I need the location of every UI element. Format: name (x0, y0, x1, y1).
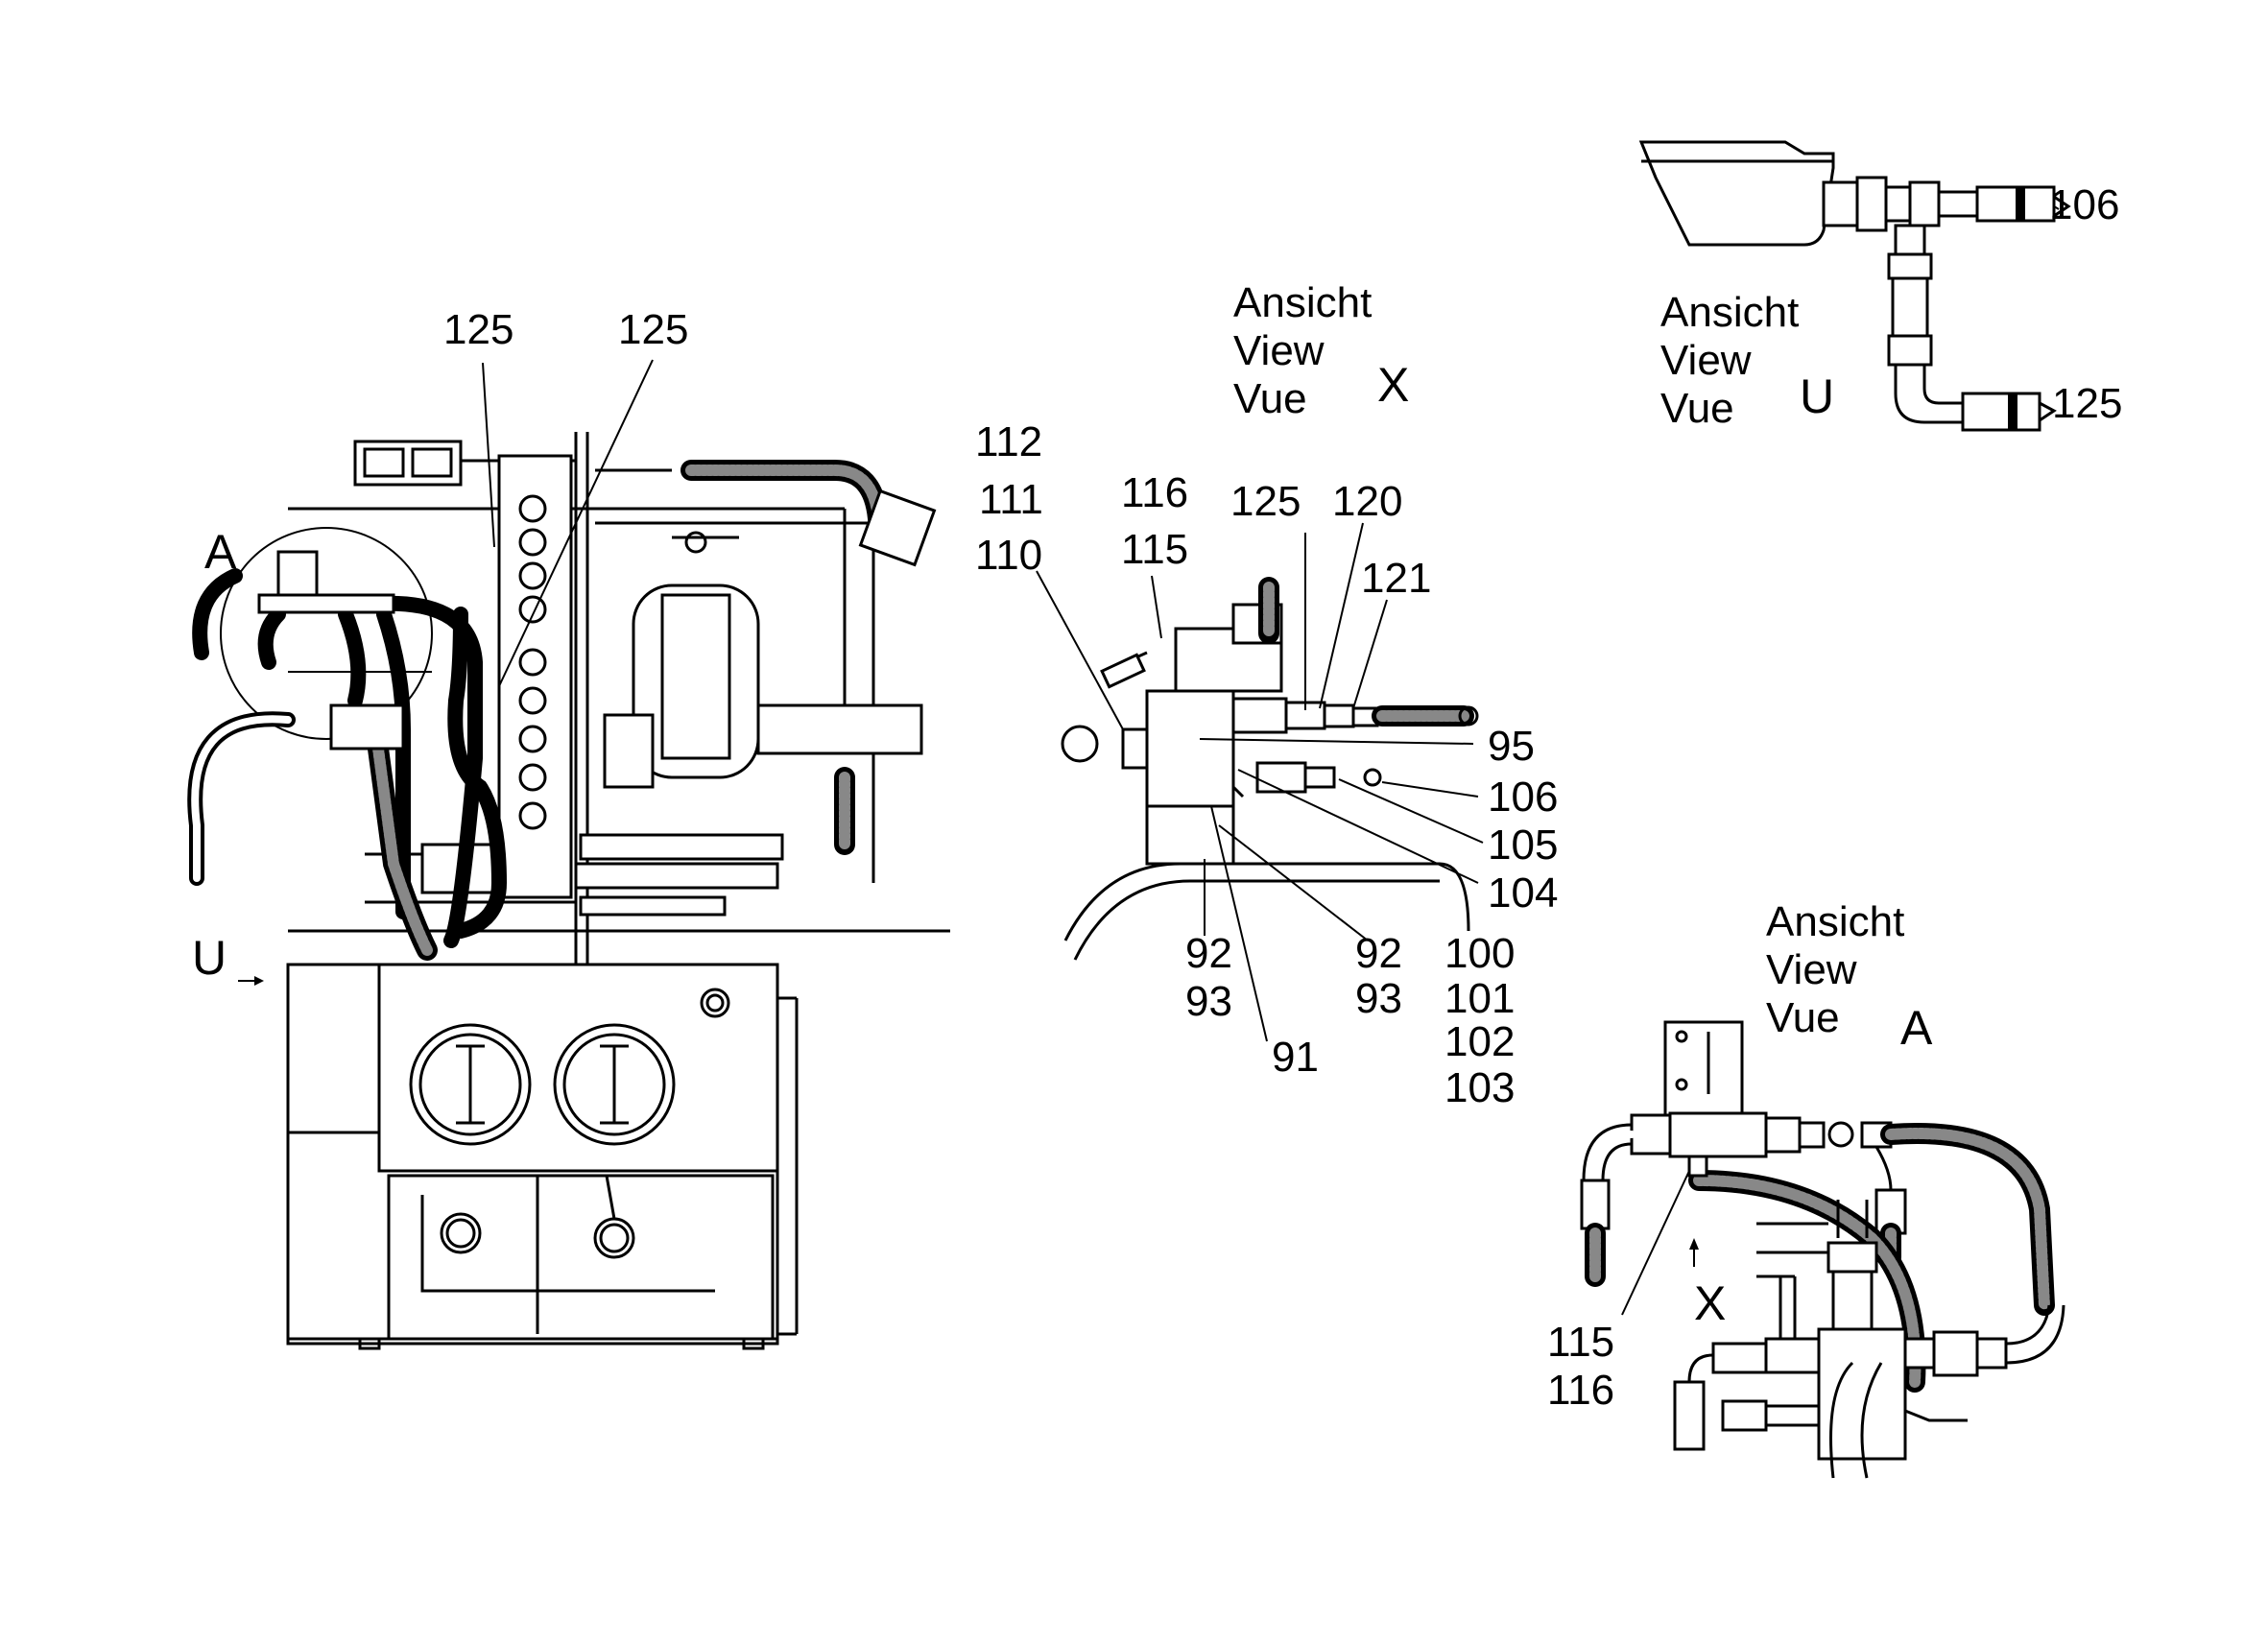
view-x-callout-103: 103 (1444, 1064, 1515, 1111)
view-x-letter: X (1377, 358, 1409, 412)
view-x-callout-125: 125 (1230, 478, 1301, 525)
view-x-callout-101: 101 (1444, 975, 1515, 1022)
inspection-cover-right (553, 1023, 676, 1146)
view-u-drawing (1638, 140, 2071, 432)
view-a-drawing (1580, 1020, 2065, 1479)
view-x-callout-100: 100 (1444, 930, 1515, 977)
view-x-callout-110: 110 (975, 532, 1042, 579)
view-a-letter: A (1900, 1001, 1933, 1055)
view-x-callout-104: 104 (1488, 870, 1558, 917)
main-arrow-label-u: U (192, 931, 227, 985)
view-x-callout-105: 105 (1488, 822, 1558, 869)
view-x-callout-112: 112 (975, 418, 1042, 465)
main-callout-125-right: 125 (618, 306, 688, 353)
valve-stack (518, 494, 547, 830)
view-u-callout-106: 106 (2049, 181, 2119, 228)
view-u-letter: U (1800, 369, 1834, 423)
view-a-callout-116: 116 (1547, 1367, 1614, 1414)
view-x-callout-121: 121 (1361, 555, 1431, 602)
view-x-callout-111: 111 (979, 476, 1043, 523)
view-x-callout-92-left: 92 (1185, 930, 1232, 977)
view-x-callout-92-right: 92 (1355, 930, 1402, 977)
view-u-callout-125: 125 (2052, 380, 2122, 427)
view-u-title-de: Ansicht (1660, 289, 1799, 336)
view-a-callout-115: 115 (1547, 1319, 1614, 1366)
view-x-title-de: Ansicht (1233, 279, 1372, 326)
view-x-callout-95: 95 (1488, 723, 1535, 770)
view-u-title-fr: Vue (1660, 385, 1734, 432)
view-x-callout-102: 102 (1444, 1018, 1515, 1065)
view-x-callout-93-right: 93 (1355, 975, 1402, 1022)
view-x-callout-120: 120 (1332, 478, 1402, 525)
view-x-title-fr: Vue (1233, 375, 1307, 422)
view-x-callout-106: 106 (1488, 774, 1558, 821)
view-x-callout-116: 116 (1121, 469, 1188, 516)
view-x-drawing (1036, 522, 1484, 1042)
view-a-title-de: Ansicht (1766, 898, 1904, 945)
view-x-title-en: View (1233, 327, 1325, 374)
main-callout-125-left: 125 (443, 306, 513, 353)
main-detail-label-a: A (204, 525, 237, 579)
view-a-arrow-label-x: X (1694, 1276, 1726, 1330)
view-u-title-en: View (1660, 337, 1752, 384)
view-x-callout-91: 91 (1272, 1034, 1319, 1081)
inspection-cover-left (409, 1023, 532, 1146)
main-assembly-view (187, 359, 950, 1350)
view-x-callout-93-left: 93 (1185, 978, 1232, 1025)
detail-circle-a (220, 527, 433, 740)
view-a-title-fr: Vue (1766, 994, 1840, 1041)
view-a-title-en: View (1766, 946, 1857, 993)
view-x-callout-115: 115 (1121, 526, 1188, 573)
